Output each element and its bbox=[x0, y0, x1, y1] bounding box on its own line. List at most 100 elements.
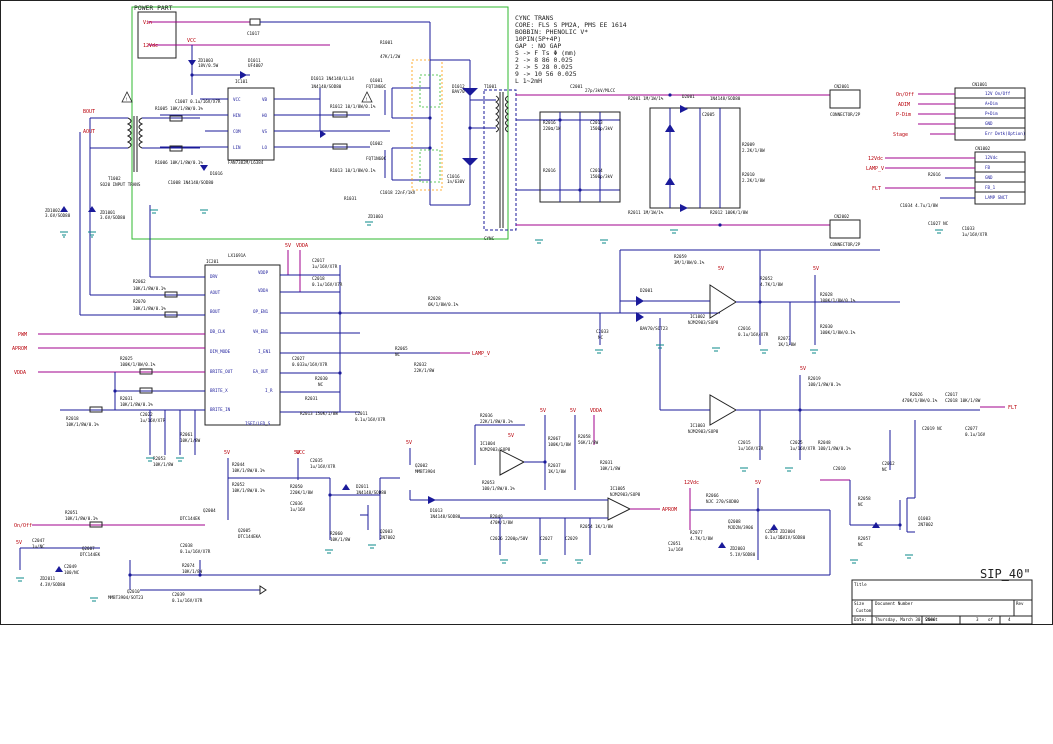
svg-text:R2026: R2026 bbox=[910, 392, 923, 397]
svg-text:FB_1: FB_1 bbox=[985, 185, 996, 190]
svg-text:4.7K/1/8W: 4.7K/1/8W bbox=[760, 282, 783, 287]
junction-dots bbox=[113, 73, 902, 577]
svg-text:T1002: T1002 bbox=[108, 176, 121, 181]
svg-text:CYNC: CYNC bbox=[484, 236, 495, 241]
svg-text:IC1002: IC1002 bbox=[690, 314, 706, 319]
svg-text:R2013 150K/1/8W: R2013 150K/1/8W bbox=[300, 411, 338, 416]
net-5v-op6: 5V bbox=[570, 408, 576, 414]
svg-text:1u/NC: 1u/NC bbox=[32, 544, 45, 549]
spec-line: CORE: FLS S PM2A, PMS EE 1614 bbox=[515, 21, 627, 29]
svg-text:C2047: C2047 bbox=[32, 538, 45, 543]
svg-text:1u/16V/X7R: 1u/16V/X7R bbox=[310, 464, 336, 469]
net-onoff-label: On/Off bbox=[896, 92, 914, 98]
svg-text:IC201: IC201 bbox=[206, 259, 219, 264]
svg-text:!: ! bbox=[365, 97, 368, 102]
net-bout-label: BOUT bbox=[83, 109, 95, 115]
svg-text:R2073: R2073 bbox=[778, 336, 791, 341]
svg-text:R2066: R2066 bbox=[706, 493, 719, 498]
svg-text:10K/1/8W/0.1%: 10K/1/8W/0.1% bbox=[133, 286, 166, 291]
net-vcc-b1: VCC bbox=[296, 450, 305, 456]
svg-text:10K/1/8W/0.1%: 10K/1/8W/0.1% bbox=[66, 422, 99, 427]
svg-text:1K/1/8W: 1K/1/8W bbox=[548, 469, 566, 474]
svg-text:2N7002: 2N7002 bbox=[918, 522, 934, 527]
svg-text:R2054 1K/1/8W: R2054 1K/1/8W bbox=[580, 524, 613, 529]
net-pdim-label: P-Dim bbox=[896, 112, 911, 118]
svg-text:R1006 10K/1/8W/0.1%: R1006 10K/1/8W/0.1% bbox=[155, 160, 203, 165]
svg-text:1u/16V: 1u/16V bbox=[290, 507, 306, 512]
svg-text:D1016: D1016 bbox=[210, 171, 223, 176]
svg-text:5.1V/SOD80: 5.1V/SOD80 bbox=[730, 552, 756, 557]
svg-text:C2026 2200p/50V: C2026 2200p/50V bbox=[490, 536, 528, 541]
svg-text:56K/1/8W: 56K/1/8W bbox=[578, 440, 599, 445]
svg-text:100/1/8W/0.1%: 100/1/8W/0.1% bbox=[818, 446, 851, 451]
net-5v-op4: 5V bbox=[508, 433, 514, 439]
svg-text:VCC: VCC bbox=[233, 97, 241, 102]
svg-text:R2025: R2025 bbox=[120, 356, 133, 361]
net-aout-label: AOUT bbox=[83, 129, 95, 135]
svg-text:C1027 NC: C1027 NC bbox=[928, 221, 949, 226]
svg-text:D1013 1N4148/LL34: D1013 1N4148/LL34 bbox=[311, 76, 354, 81]
svg-text:NJM2903/SOP8: NJM2903/SOP8 bbox=[610, 492, 641, 497]
svg-text:C1017: C1017 bbox=[247, 31, 260, 36]
svg-text:C2018 10K/1/8W: C2018 10K/1/8W bbox=[945, 398, 981, 403]
svg-text:1u/16V: 1u/16V bbox=[668, 547, 684, 552]
spec-line: 10PIN(5P+4P) bbox=[515, 35, 561, 43]
svg-text:C2018: C2018 bbox=[312, 276, 325, 281]
svg-text:NC: NC bbox=[318, 382, 324, 387]
svg-text:R2052: R2052 bbox=[232, 482, 245, 487]
main-transformer: T1001 CYNC bbox=[483, 84, 517, 241]
svg-text:P+Dim: P+Dim bbox=[985, 111, 998, 116]
svg-text:C2077: C2077 bbox=[965, 426, 978, 431]
svg-text:C1033: C1033 bbox=[962, 226, 975, 231]
sheet-of-label: of bbox=[988, 617, 994, 622]
svg-text:CONNECTOR/2P: CONNECTOR/2P bbox=[830, 242, 861, 247]
svg-text:Q2007: Q2007 bbox=[82, 546, 95, 551]
spec-line: S -> F Ts Φ (mm) bbox=[515, 49, 577, 57]
svg-text:100K/1/8W/0.1%: 100K/1/8W/0.1% bbox=[820, 330, 856, 335]
svg-text:!: ! bbox=[125, 97, 128, 102]
svg-text:22K/1/8W: 22K/1/8W bbox=[414, 368, 435, 373]
svg-text:Q2005: Q2005 bbox=[238, 528, 251, 533]
svg-text:C2005: C2005 bbox=[702, 112, 715, 117]
svg-text:1N4148/SOD80: 1N4148/SOD80 bbox=[311, 84, 342, 89]
svg-text:D2001: D2001 bbox=[640, 288, 653, 293]
title-label: Title bbox=[854, 582, 867, 587]
net-flt-label: FLT bbox=[872, 186, 881, 192]
svg-text:BRITE_X: BRITE_X bbox=[210, 388, 228, 393]
svg-text:100/NC: 100/NC bbox=[64, 570, 80, 575]
svg-text:R2044: R2044 bbox=[232, 462, 245, 467]
svg-text:C1007 0.1u/16V/X7R: C1007 0.1u/16V/X7R bbox=[175, 99, 221, 104]
svg-text:COM: COM bbox=[233, 129, 241, 134]
svg-text:4.3V/SOD80: 4.3V/SOD80 bbox=[40, 582, 66, 587]
svg-text:R2028: R2028 bbox=[428, 296, 441, 301]
sheet-number: 3 bbox=[976, 617, 979, 622]
title-block: SIP_40" Title Size Custom Document Numbe… bbox=[851, 567, 1033, 625]
svg-text:R2016: R2016 bbox=[928, 172, 941, 177]
svg-text:5.1V/SOD80: 5.1V/SOD80 bbox=[780, 535, 806, 540]
net-vdda-left: VDDA bbox=[14, 370, 26, 376]
svg-text:VH_EN1: VH_EN1 bbox=[253, 329, 269, 334]
svg-text:R1005 10K/1/8W/0.1%: R1005 10K/1/8W/0.1% bbox=[155, 106, 203, 111]
net-5v-b3: 5V bbox=[406, 440, 412, 446]
net-aprom-label: APROM bbox=[12, 346, 27, 352]
svg-text:C2029: C2029 bbox=[565, 536, 578, 541]
svg-text:0.1u/16V/X7R: 0.1u/16V/X7R bbox=[312, 282, 343, 287]
size-value: Custom bbox=[856, 608, 872, 613]
svg-text:1u/16V/X7R: 1u/16V/X7R bbox=[140, 418, 166, 423]
net-5v-label: 12Vdc bbox=[143, 43, 158, 49]
svg-text:3M/1/8W/0.1%: 3M/1/8W/0.1% bbox=[674, 260, 705, 265]
svg-text:1u/16V/X7R: 1u/16V/X7R bbox=[790, 446, 816, 451]
svg-text:C2001: C2001 bbox=[570, 84, 583, 89]
svg-text:100K/1/8W: 100K/1/8W bbox=[548, 442, 571, 447]
svg-text:NC: NC bbox=[598, 335, 604, 340]
svg-text:3.6V/SOD80: 3.6V/SOD80 bbox=[100, 215, 126, 220]
svg-text:R2016: R2016 bbox=[543, 120, 556, 125]
svg-text:R2009: R2009 bbox=[742, 142, 755, 147]
cn1001-connector: CN1001 12V On/Off A+Dim P+Dim GND Err De… bbox=[893, 82, 1026, 141]
svg-text:ZD2011: ZD2011 bbox=[40, 576, 56, 581]
net-5v-b1: 5V bbox=[224, 450, 230, 456]
net-5v-b4: 5V bbox=[16, 540, 22, 546]
svg-text:0.1u/16V: 0.1u/16V bbox=[765, 535, 786, 540]
svg-text:0.1u/16V/X7R: 0.1u/16V/X7R bbox=[172, 598, 203, 603]
